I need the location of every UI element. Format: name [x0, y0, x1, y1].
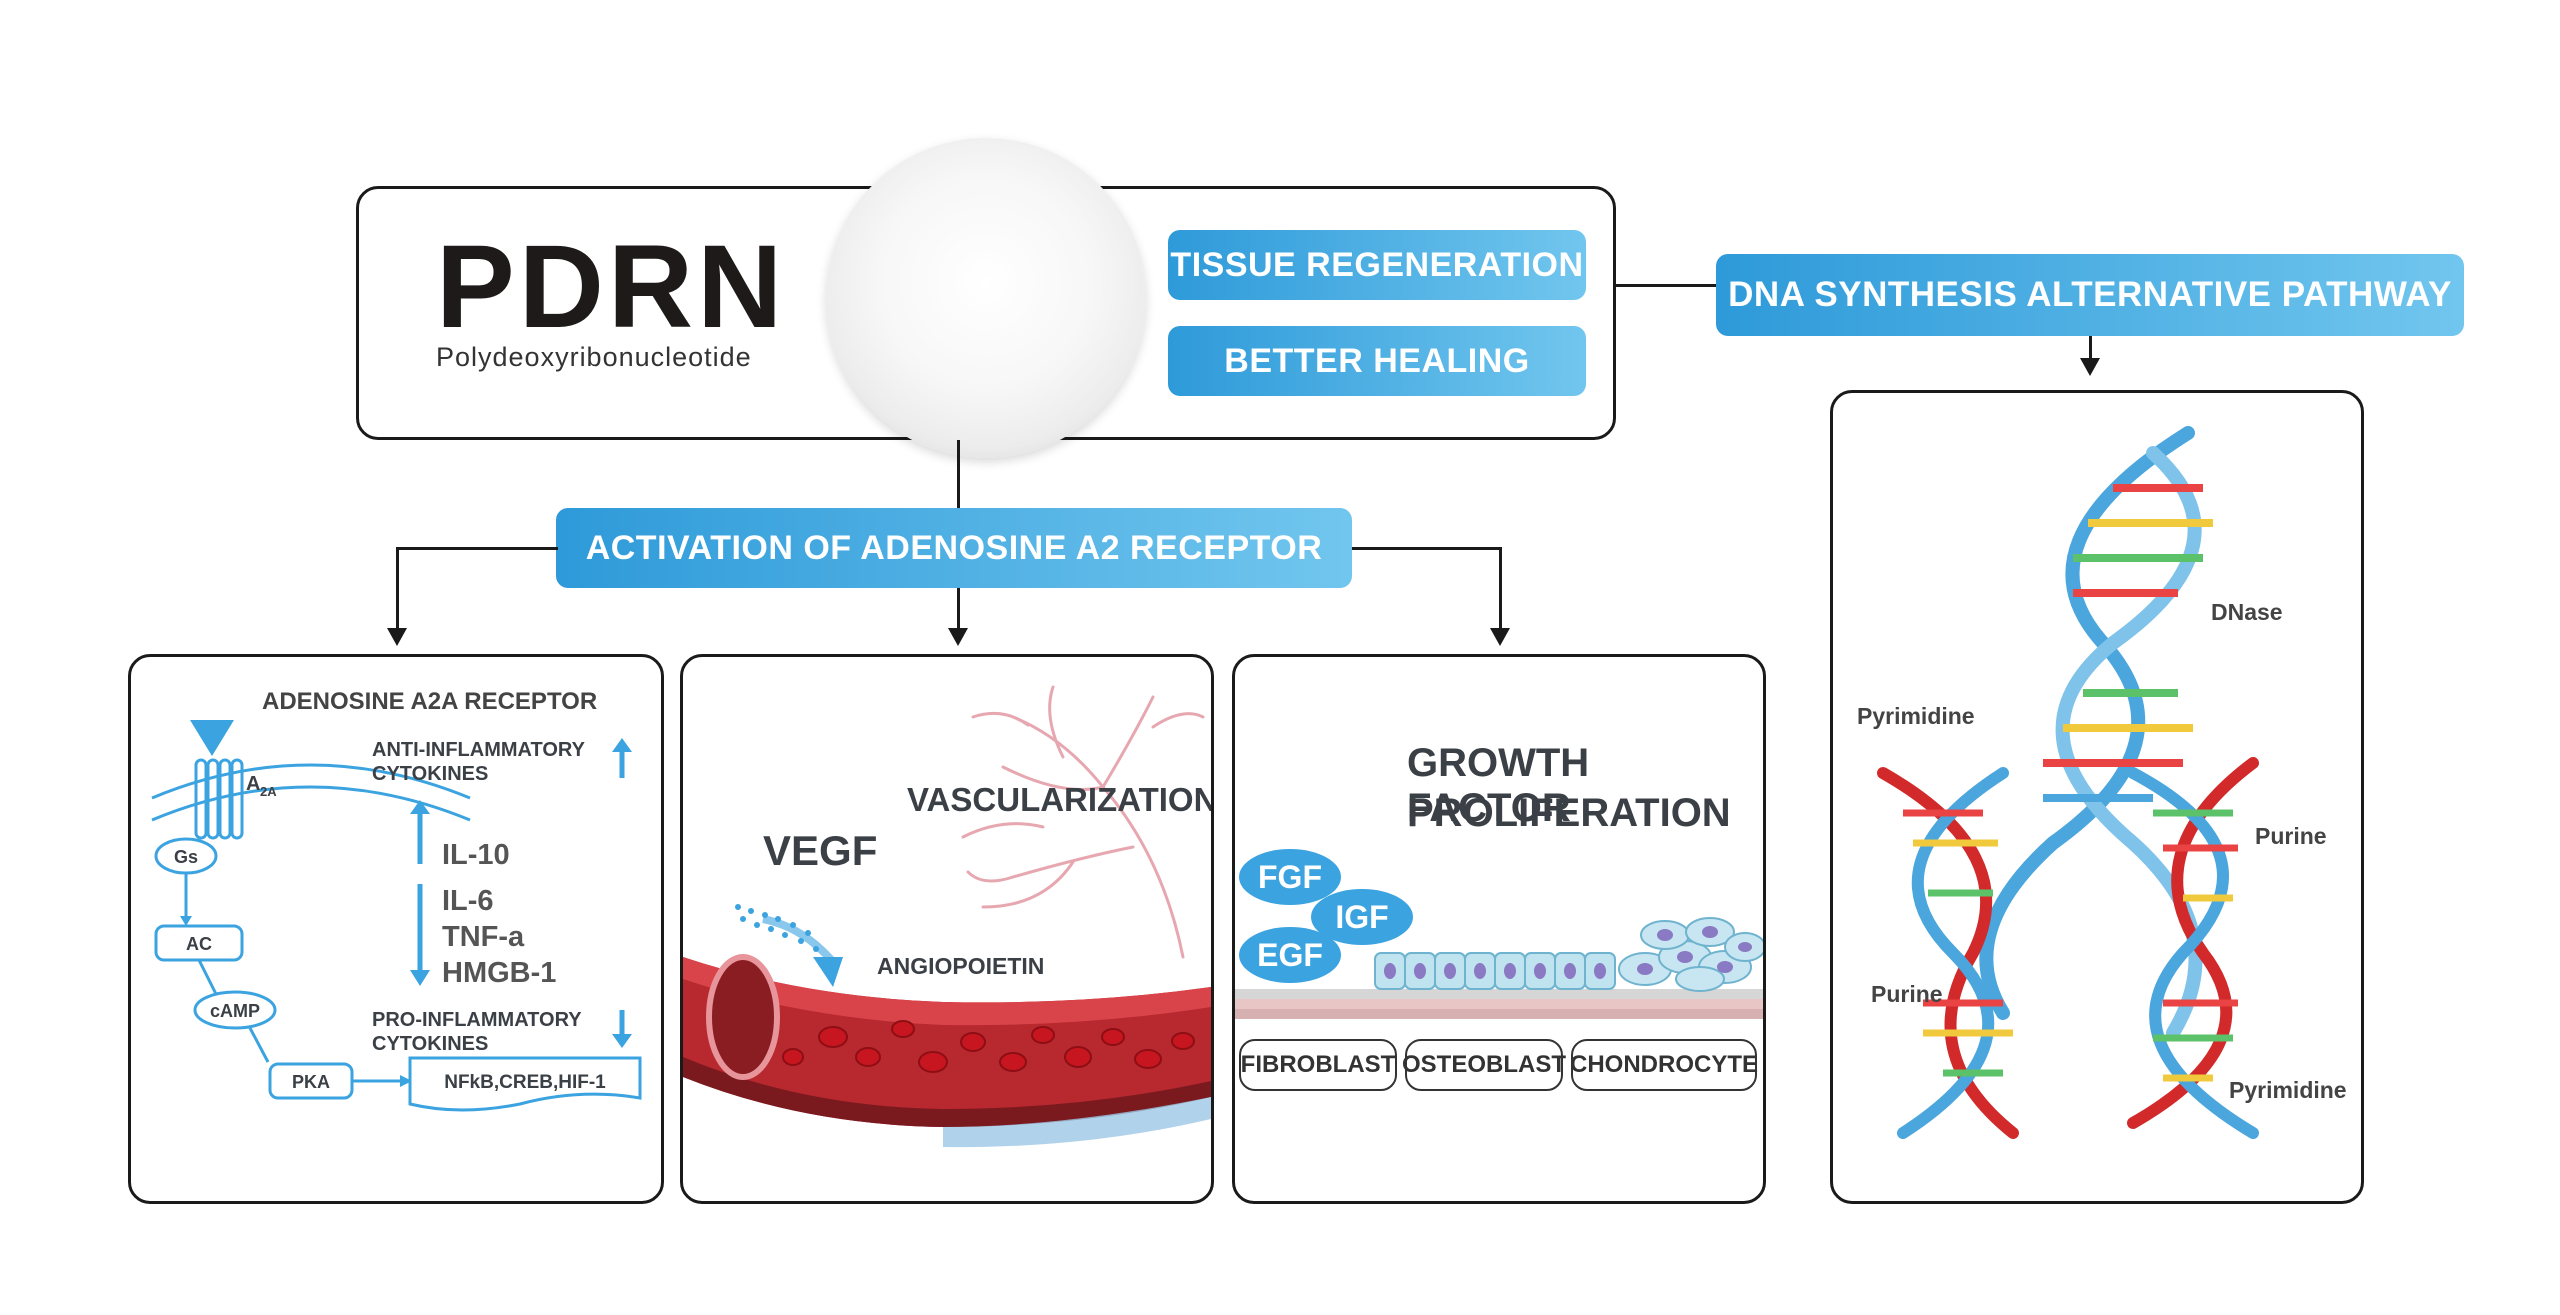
activation-label: ACTIVATION OF ADENOSINE A2 RECEPTOR: [556, 508, 1352, 588]
panel-dna: DNase Pyrimidine Purine Purine Pyrimidin…: [1830, 390, 2364, 1204]
svg-text:TNF-a: TNF-a: [442, 921, 525, 953]
benefit-better-healing: BETTER HEALING: [1168, 326, 1586, 396]
arrow-right: [1490, 628, 1510, 646]
growth-title-1: GROWTH FACTOR: [1407, 741, 1590, 830]
dna-helix-left: [1877, 767, 2019, 1139]
connector-dna-down: [2089, 336, 2092, 364]
growth-title-2: PROLIFERATION: [1407, 791, 1731, 835]
branch-left-h: [396, 547, 558, 550]
svg-text:PRO-INFLAMMATORY: PRO-INFLAMMATORY: [372, 1009, 582, 1031]
osteoblast-label: OSTEOBLAST: [1402, 1039, 1566, 1091]
purine-left-label: Purine: [1871, 981, 1943, 1007]
il10-up-arrow: [410, 800, 430, 864]
angiopoietin-label: ANGIOPOIETIN: [877, 953, 1045, 979]
down-arrow-icon: [612, 1010, 632, 1048]
capillary-branches-icon: [961, 685, 1205, 959]
branch-left-v: [396, 547, 399, 635]
panel-vessel: VEGF VASCULARIZATION ANGIOPOIETIN: [680, 654, 1214, 1204]
svg-text:2A: 2A: [260, 784, 277, 799]
arrow-dna-down: [2080, 358, 2100, 376]
svg-text:A: A: [246, 773, 260, 795]
svg-text:IL-10: IL-10: [442, 839, 510, 871]
vegf-label: VEGF: [763, 827, 878, 874]
fibroblast-label: FIBROBLAST: [1239, 1039, 1397, 1091]
dna-rungs-center: [2043, 484, 2213, 802]
pro-down-arrow: [410, 884, 430, 986]
dna-rungs-right: [2153, 809, 2238, 1082]
svg-text:CYTOKINES: CYTOKINES: [372, 1033, 488, 1055]
pyrimidine-bottom-label: Pyrimidine: [2229, 1077, 2347, 1103]
up-arrow-icon: [612, 738, 632, 778]
svg-text:NFkB,CREB,HIF-1: NFkB,CREB,HIF-1: [444, 1072, 606, 1093]
benefit-tissue-regeneration: TISSUE REGENERATION: [1168, 230, 1586, 300]
egf-bubble: EGF: [1239, 927, 1341, 983]
purine-right-label: Purine: [2255, 823, 2327, 849]
dna-rungs-left: [1903, 809, 2013, 1077]
branch-center-v: [957, 588, 960, 634]
receptor-title: ADENOSINE A2A RECEPTOR: [262, 688, 598, 715]
red-blood-cells: [782, 1020, 1195, 1073]
arrow-center: [948, 628, 968, 646]
dnase-label: DNase: [2211, 599, 2283, 625]
vascularization-label: VASCULARIZATION: [907, 781, 1214, 818]
svg-text:PKA: PKA: [292, 1072, 330, 1092]
receptor-pathway-diagram: A 2A Gs AC cAMP PKA NFkB,CREB,HIF-1 ANTI…: [151, 720, 642, 1112]
receptor-coil-icon: [194, 758, 244, 840]
svg-text:HMGB-1: HMGB-1: [442, 957, 556, 989]
angiopoietin-arrow-icon: [735, 904, 843, 987]
svg-text:AC: AC: [186, 934, 212, 954]
cell-layer-illustration: [1235, 917, 1763, 1019]
arrow-left: [387, 628, 407, 646]
svg-text:ANTI-INFLAMMATORY: ANTI-INFLAMMATORY: [372, 739, 586, 761]
branch-right-v: [1499, 547, 1502, 635]
svg-text:IL-6: IL-6: [442, 885, 494, 917]
panel-growth-factor: GROWTH FACTOR PROLIFERATION: [1232, 654, 1766, 1204]
connector-line-dna: [1613, 284, 1717, 287]
branch-right-h: [1352, 547, 1502, 550]
svg-text:CYTOKINES: CYTOKINES: [372, 763, 488, 785]
pdrn-subtitle: Polydeoxyribonucleotide: [436, 342, 752, 372]
cell-row: [1374, 952, 1616, 990]
svg-text:Gs: Gs: [174, 847, 198, 867]
dna-helix-illustration: [1877, 426, 2259, 1139]
pdrn-title: PDRN: [436, 221, 787, 353]
pyrimidine-top-label: Pyrimidine: [1857, 703, 1975, 729]
dna-pathway-label: DNA SYNTHESIS ALTERNATIVE PATHWAY: [1716, 254, 2464, 336]
fgf-bubble: FGF: [1239, 849, 1341, 905]
blood-vessel-illustration: [683, 685, 1211, 1148]
powder-dish-image: [826, 138, 1146, 458]
chondrocyte-label: CHONDROCYTE: [1570, 1039, 1758, 1091]
ligand-triangle-icon: [190, 720, 234, 756]
connector-pdrn-activation: [957, 440, 960, 510]
svg-text:cAMP: cAMP: [210, 1001, 260, 1021]
igf-bubble: IGF: [1311, 889, 1413, 945]
